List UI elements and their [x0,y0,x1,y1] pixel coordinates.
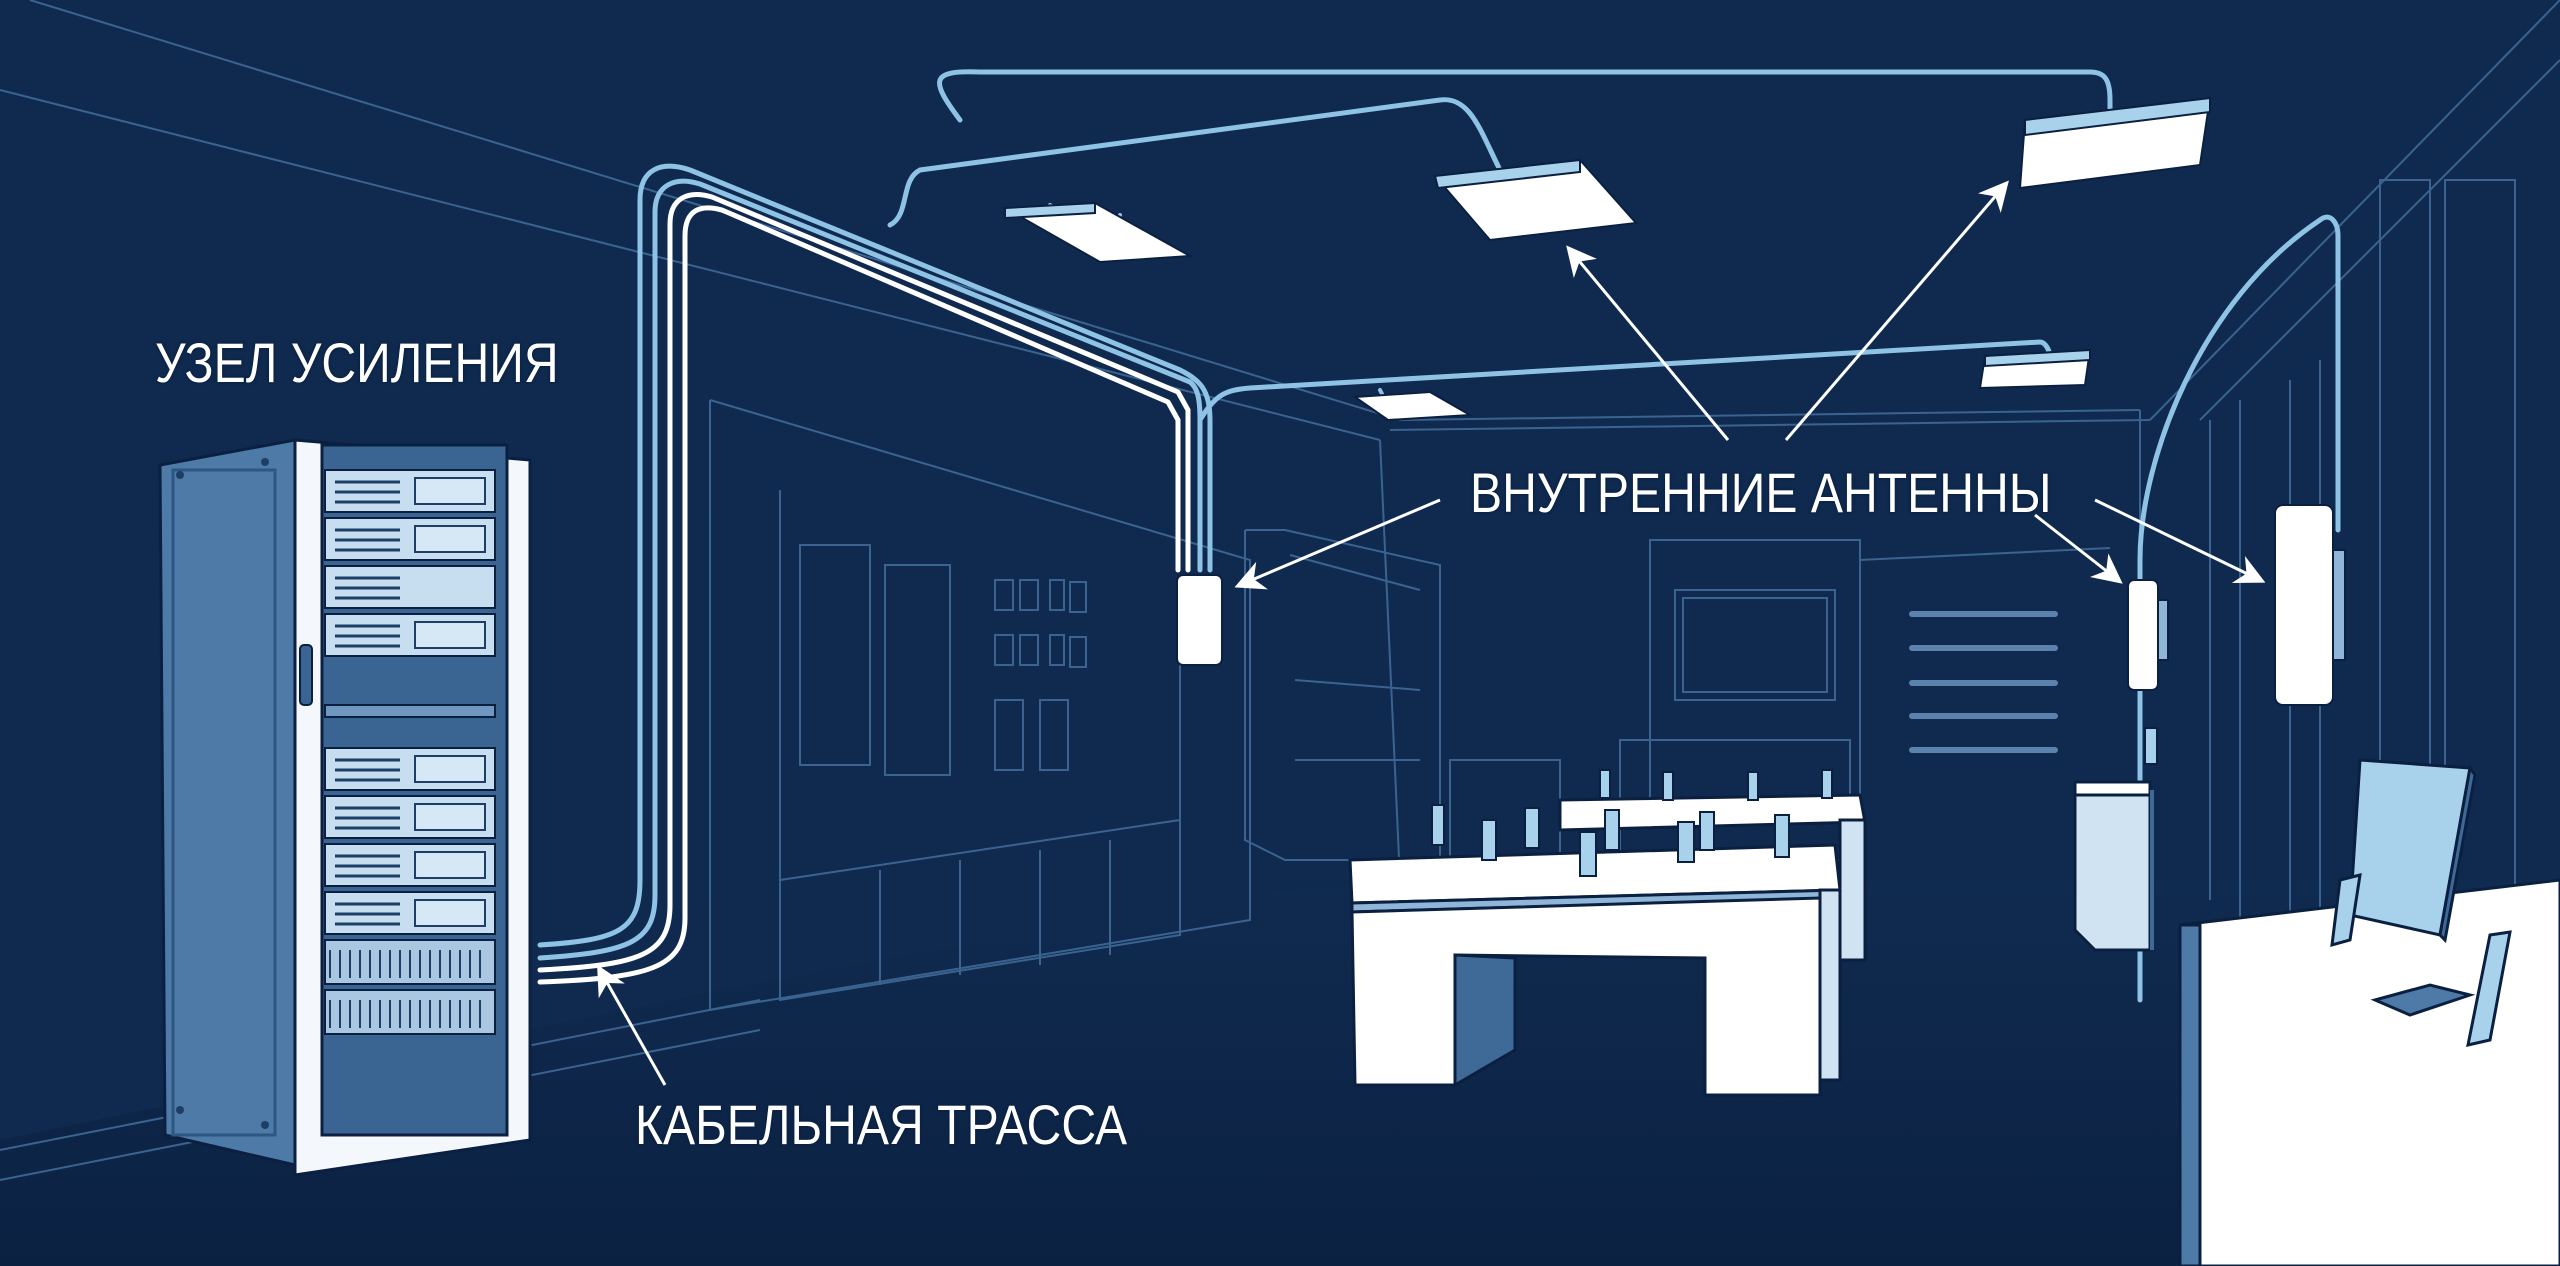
floor [0,880,2560,1266]
wall-antenna-left [1176,574,1223,666]
arrow-to-wall-antenna-right-small [2034,513,2123,584]
ceiling-antenna-4 [1352,390,1474,422]
display-tables [1348,727,2560,1266]
ceiling-antenna-5 [1978,348,2092,390]
arrow-to-ceiling-antenna-2 [1566,245,1730,441]
arrow-to-ceiling-antenna-3 [1784,180,2009,441]
ceiling-antenna-3 [2018,96,2212,190]
rack-units [324,469,496,1035]
ceiling-antennas [1001,96,2212,422]
label-cable-route: КАБЕЛЬНАЯ ТРАССА [635,1093,1128,1156]
ceiling-antenna-1 [1001,201,1194,264]
ceiling-antenna-2 [1433,158,1639,242]
arrow-to-wall-antenna-left [1234,498,1441,590]
wall-antenna-right-small [2127,579,2159,691]
wall-shelves [1909,611,2058,753]
arrow-to-wall-antenna-right-large [2094,498,2266,584]
arrow-to-cable-route [597,964,667,1086]
wall-antenna-right-large [2274,504,2334,706]
label-amplifier-node: УЗЕЛ УСИЛЕНИЯ [155,331,559,394]
amplifier-rack [158,438,532,1177]
callout-arrows [597,180,2266,1086]
wall-antennas [1176,504,2346,706]
label-internal-antennas: ВНУТРЕННИЕ АНТЕННЫ [1470,461,2052,524]
